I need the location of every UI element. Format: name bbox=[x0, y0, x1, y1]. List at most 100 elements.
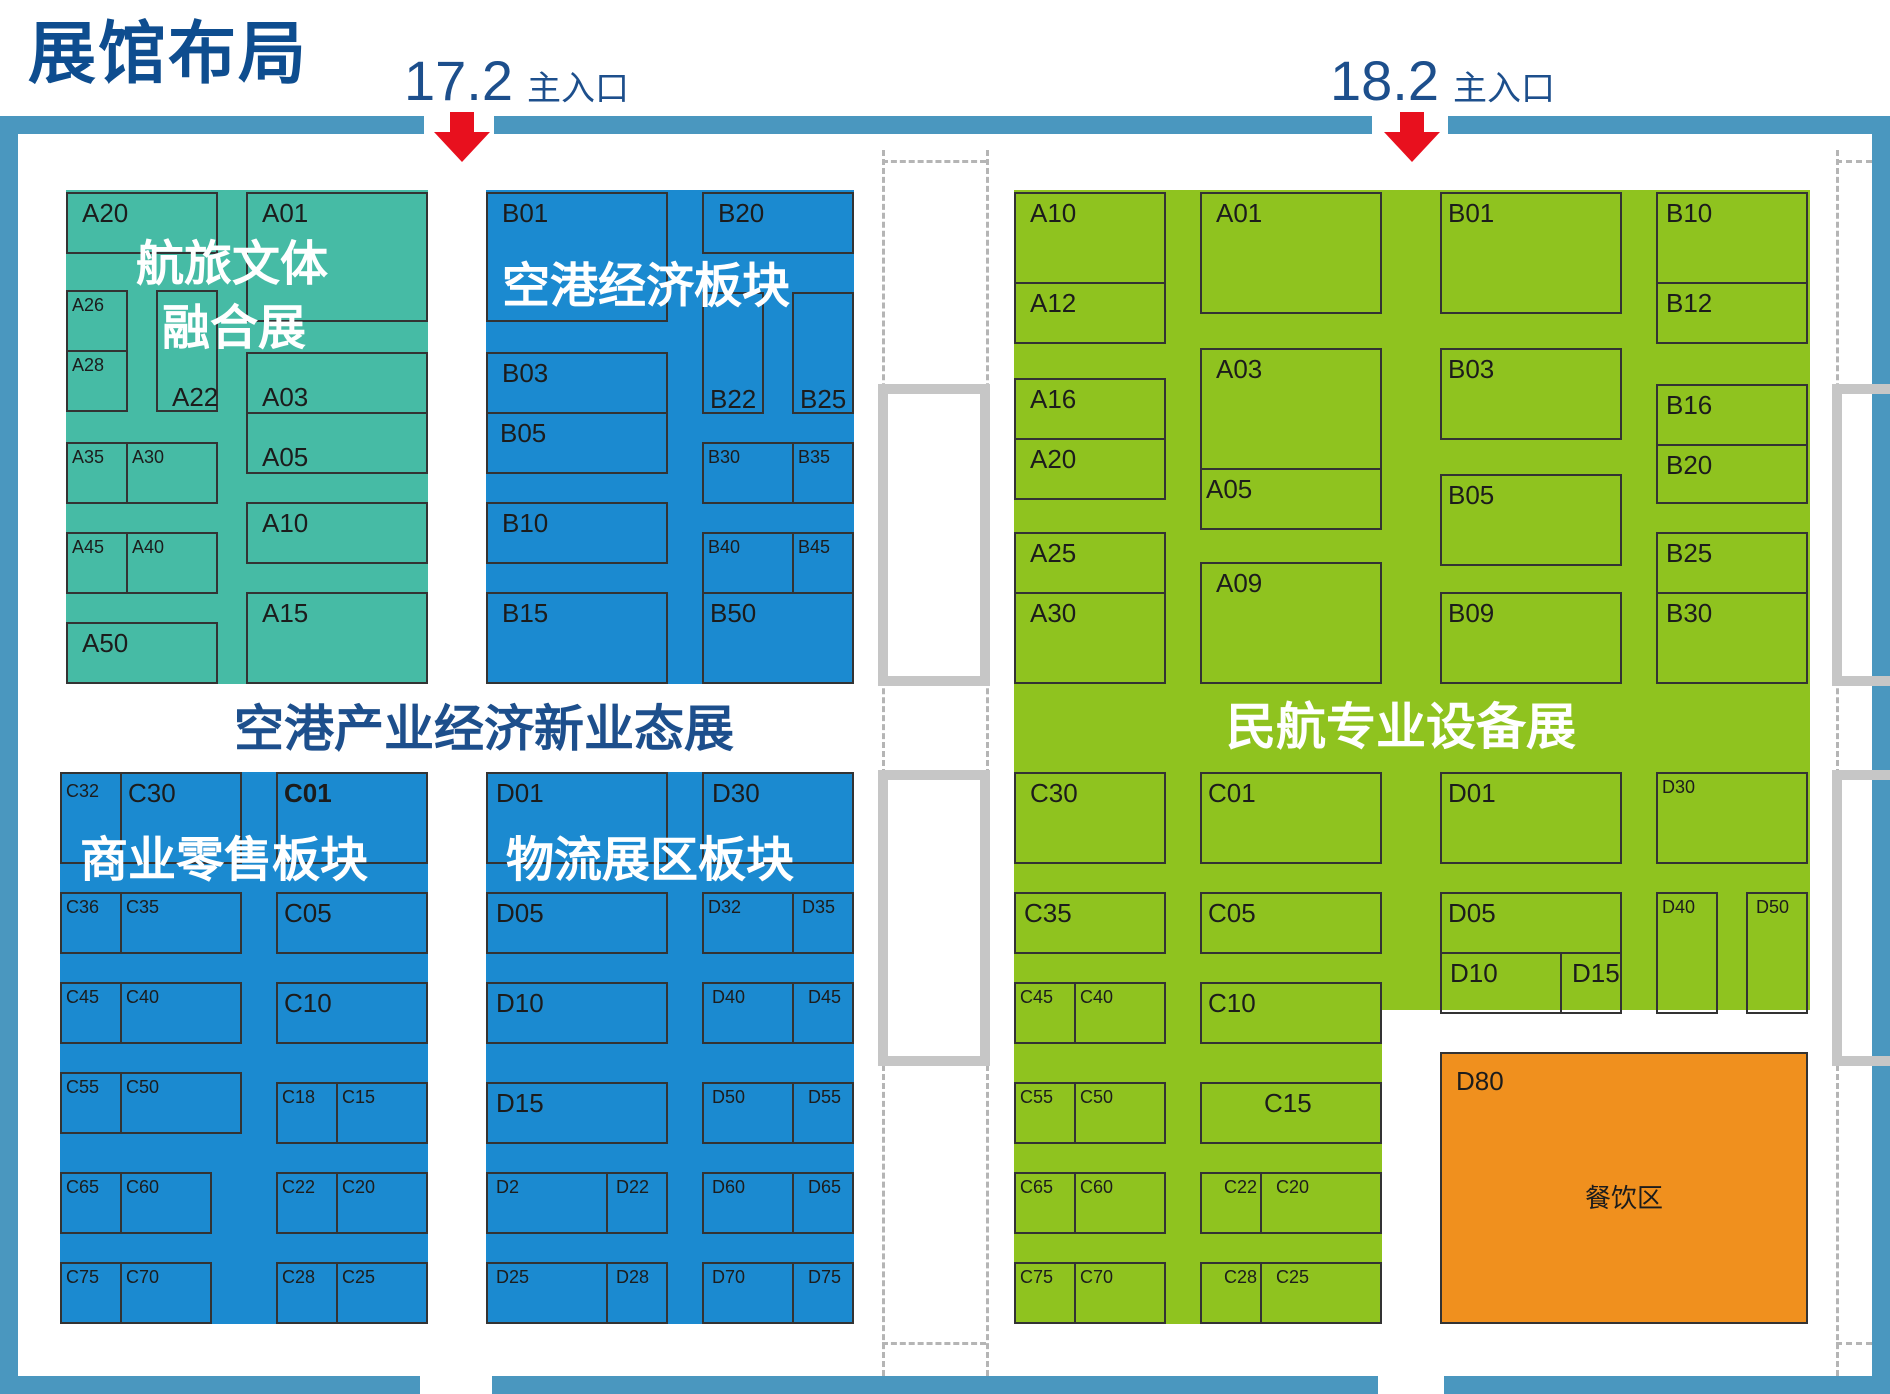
booth[interactable]: D2 bbox=[486, 1172, 608, 1234]
booth[interactable]: A50 bbox=[66, 622, 218, 684]
booth[interactable]: B25 bbox=[792, 292, 854, 414]
booth[interactable]: C05 bbox=[276, 892, 428, 954]
booth[interactable]: C20 bbox=[336, 1172, 428, 1234]
booth[interactable]: B05 bbox=[486, 412, 668, 474]
booth[interactable]: C25 bbox=[1260, 1262, 1382, 1324]
booth[interactable]: A05 bbox=[1200, 468, 1382, 530]
booth[interactable]: C25 bbox=[336, 1262, 428, 1324]
booth[interactable]: A03 bbox=[1200, 348, 1382, 470]
booth[interactable]: C36 bbox=[60, 892, 122, 954]
booth[interactable]: C50 bbox=[1074, 1082, 1166, 1144]
booth[interactable]: B25 bbox=[1656, 532, 1808, 594]
booth[interactable]: D32 bbox=[702, 892, 794, 954]
booth[interactable]: D05 bbox=[1440, 892, 1622, 954]
booth[interactable]: C55 bbox=[1014, 1082, 1076, 1144]
booth[interactable]: B50 bbox=[702, 592, 854, 684]
booth[interactable]: C35 bbox=[120, 892, 242, 954]
booth[interactable]: D01 bbox=[1440, 772, 1622, 864]
booth[interactable]: B22 bbox=[702, 292, 764, 414]
booth[interactable]: C15 bbox=[336, 1082, 428, 1144]
booth[interactable]: D28 bbox=[606, 1262, 668, 1324]
booth[interactable]: C22 bbox=[276, 1172, 338, 1234]
booth[interactable]: D10 bbox=[1440, 952, 1562, 1014]
booth[interactable]: D45 bbox=[792, 982, 854, 1044]
booth[interactable]: D30 bbox=[702, 772, 854, 864]
booth[interactable]: A09 bbox=[1200, 562, 1382, 684]
booth[interactable]: C10 bbox=[276, 982, 428, 1044]
booth[interactable]: C28 bbox=[1200, 1262, 1262, 1324]
booth[interactable]: B30 bbox=[702, 442, 794, 504]
booth[interactable]: D40 bbox=[1656, 892, 1718, 1014]
booth[interactable]: C45 bbox=[1014, 982, 1076, 1044]
booth[interactable]: D22 bbox=[606, 1172, 668, 1234]
booth[interactable]: C40 bbox=[120, 982, 242, 1044]
booth[interactable]: A30 bbox=[1014, 592, 1166, 684]
booth[interactable]: A25 bbox=[1014, 532, 1166, 594]
booth[interactable]: D30 bbox=[1656, 772, 1808, 864]
booth[interactable]: D15 bbox=[1560, 952, 1622, 1014]
booth[interactable]: A28 bbox=[66, 350, 128, 412]
booth[interactable]: A03 bbox=[246, 352, 428, 414]
booth[interactable]: C01 bbox=[1200, 772, 1382, 864]
booth[interactable]: A40 bbox=[126, 532, 218, 594]
booth[interactable]: C15 bbox=[1200, 1082, 1382, 1144]
booth[interactable]: C35 bbox=[1014, 892, 1166, 954]
booth[interactable]: A15 bbox=[246, 592, 428, 684]
booth[interactable]: B16 bbox=[1656, 384, 1808, 446]
booth[interactable]: B10 bbox=[1656, 192, 1808, 284]
booth[interactable]: C50 bbox=[120, 1072, 242, 1134]
booth[interactable]: D10 bbox=[486, 982, 668, 1044]
booth[interactable]: D50 bbox=[702, 1082, 794, 1144]
booth[interactable]: A22 bbox=[156, 290, 218, 412]
booth[interactable]: A05 bbox=[246, 412, 428, 474]
booth[interactable]: C55 bbox=[60, 1072, 122, 1134]
booth[interactable]: A16 bbox=[1014, 378, 1166, 440]
booth[interactable]: C70 bbox=[120, 1262, 212, 1324]
booth[interactable]: A35 bbox=[66, 442, 128, 504]
booth[interactable]: C65 bbox=[1014, 1172, 1076, 1234]
booth[interactable]: C01 bbox=[276, 772, 428, 864]
booth[interactable]: D35 bbox=[792, 892, 854, 954]
booth[interactable]: A20 bbox=[66, 192, 218, 254]
booth[interactable]: B05 bbox=[1440, 474, 1622, 566]
booth[interactable]: D25 bbox=[486, 1262, 608, 1324]
booth[interactable]: D01 bbox=[486, 772, 668, 864]
booth[interactable]: B09 bbox=[1440, 592, 1622, 684]
booth[interactable]: A26 bbox=[66, 290, 128, 352]
booth[interactable]: C45 bbox=[60, 982, 122, 1044]
booth[interactable]: D50 bbox=[1746, 892, 1808, 1014]
booth[interactable]: C65 bbox=[60, 1172, 122, 1234]
booth[interactable]: C75 bbox=[1014, 1262, 1076, 1324]
booth[interactable]: C28 bbox=[276, 1262, 338, 1324]
food-area[interactable]: D80 餐饮区 bbox=[1440, 1052, 1808, 1324]
booth[interactable]: B20 bbox=[702, 192, 854, 254]
booth[interactable]: D70 bbox=[702, 1262, 794, 1324]
booth[interactable]: C30 bbox=[1014, 772, 1166, 864]
booth[interactable]: A30 bbox=[126, 442, 218, 504]
booth[interactable]: B30 bbox=[1656, 592, 1808, 684]
booth[interactable]: B45 bbox=[792, 532, 854, 594]
booth[interactable]: B20 bbox=[1656, 444, 1808, 504]
booth[interactable]: B10 bbox=[486, 502, 668, 564]
booth[interactable]: B01 bbox=[1440, 192, 1622, 314]
booth[interactable]: C60 bbox=[120, 1172, 212, 1234]
booth[interactable]: C18 bbox=[276, 1082, 338, 1144]
booth[interactable]: A12 bbox=[1014, 282, 1166, 344]
booth[interactable]: B40 bbox=[702, 532, 794, 594]
booth[interactable]: C10 bbox=[1200, 982, 1382, 1044]
booth[interactable]: B03 bbox=[1440, 348, 1622, 440]
booth[interactable]: A01 bbox=[246, 192, 428, 322]
booth[interactable]: D65 bbox=[792, 1172, 854, 1234]
booth[interactable]: D55 bbox=[792, 1082, 854, 1144]
booth[interactable]: A45 bbox=[66, 532, 128, 594]
booth[interactable]: B03 bbox=[486, 352, 668, 414]
booth[interactable]: C60 bbox=[1074, 1172, 1166, 1234]
booth[interactable]: A10 bbox=[1014, 192, 1166, 284]
booth[interactable]: B35 bbox=[792, 442, 854, 504]
booth[interactable]: C40 bbox=[1074, 982, 1166, 1044]
booth[interactable]: B15 bbox=[486, 592, 668, 684]
booth[interactable]: A10 bbox=[246, 502, 428, 564]
booth[interactable]: D75 bbox=[792, 1262, 854, 1324]
booth[interactable]: C75 bbox=[60, 1262, 122, 1324]
booth[interactable]: D60 bbox=[702, 1172, 794, 1234]
